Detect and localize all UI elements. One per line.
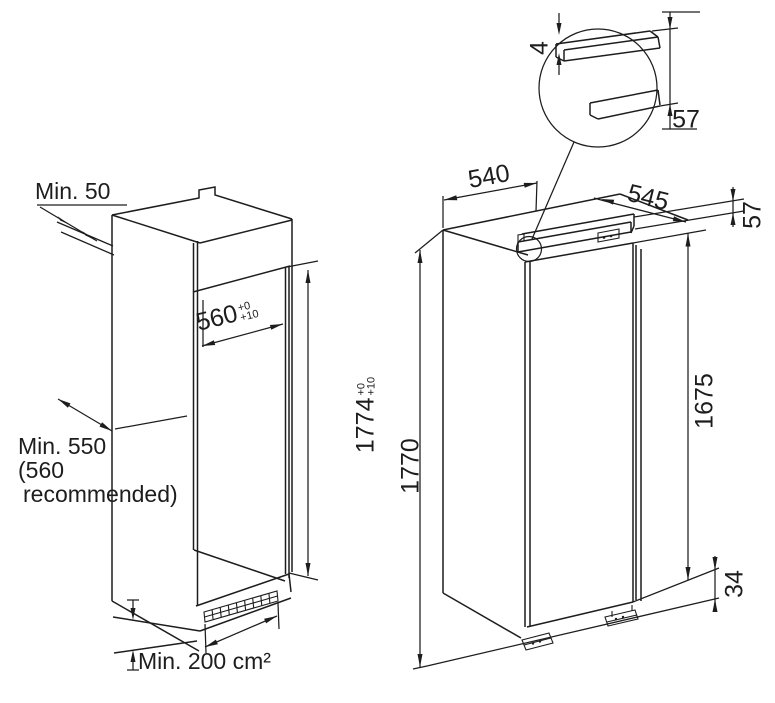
dim-niche-height: 1774 +0 +10 [351, 376, 380, 454]
niche-width-tol-lower: +10 [238, 307, 260, 324]
dim-foot-height: 34 [720, 570, 749, 598]
niche-figure [111, 186, 293, 654]
niche-depth-line2: (560 [18, 457, 65, 483]
niche-arrowheads [57, 216, 311, 662]
dim-detail-profile-height: 57 [672, 105, 700, 134]
dim-overall-height: 1770 [396, 438, 425, 494]
appliance-figure [426, 193, 720, 667]
detail-magnified-circle [538, 28, 658, 148]
niche-depth-line1: Min. 550 [18, 433, 107, 459]
vent-grille [203, 590, 279, 623]
niche-height-tol-lower: +10 [365, 376, 377, 396]
niche-height-tol-upper: +0 [355, 382, 367, 396]
appliance-arrowheads [417, 182, 736, 667]
niche-height-value: 1774 [351, 397, 380, 454]
detail-leader-line [531, 141, 575, 240]
detail-source-circle [515, 235, 543, 263]
dim-vent-area: Min. 200 cm² [138, 648, 271, 674]
dim-rail-height: 57 [738, 201, 767, 229]
dim-detail-edge-thickness: 4 [525, 41, 554, 55]
dim-niche-depth-note: Min. 550 (560 recommended) [18, 434, 178, 506]
niche-height-tolerance: +0 +10 [355, 376, 377, 396]
detail-callout [515, 11, 700, 263]
dim-niche-rear-gap: Min. 50 [35, 178, 111, 204]
niche-depth-line3: recommended) [23, 481, 178, 507]
dim-door-height: 1675 [690, 373, 719, 429]
